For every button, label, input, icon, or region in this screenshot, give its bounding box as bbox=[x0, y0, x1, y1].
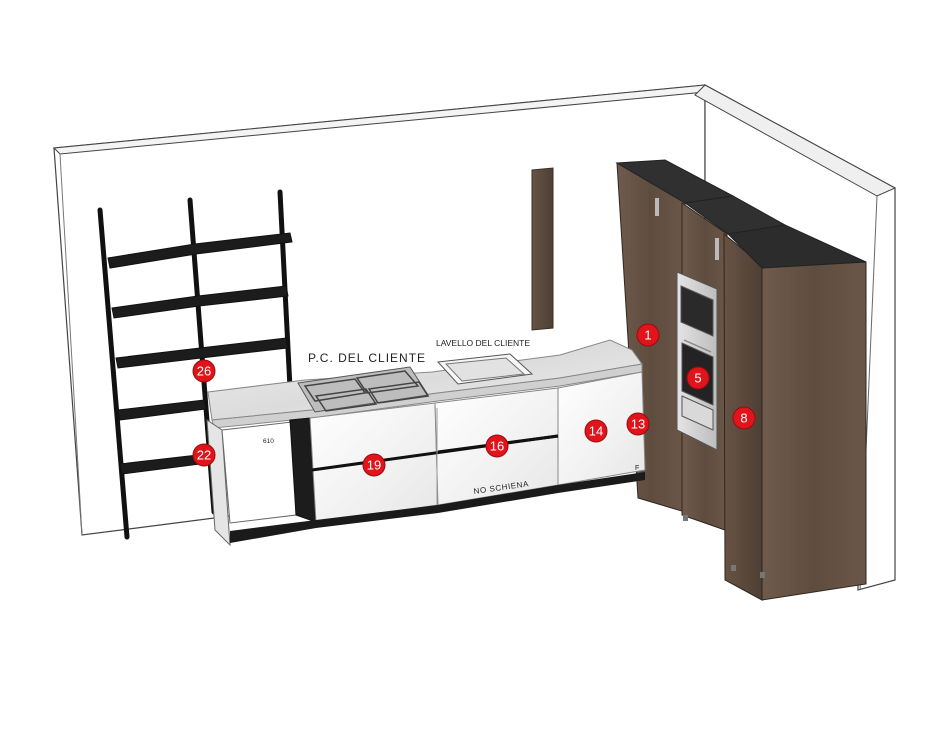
dim-60: 60 bbox=[635, 475, 643, 482]
svg-text:26: 26 bbox=[197, 364, 211, 379]
hob-label: P.C. DEL CLIENTE bbox=[308, 351, 426, 365]
badge-16: 16 bbox=[485, 434, 509, 458]
svg-text:22: 22 bbox=[197, 448, 211, 463]
sink-label: LAVELLO DEL CLIENTE bbox=[436, 338, 530, 348]
base-cabinet-left bbox=[206, 417, 317, 547]
badge-1: 1 bbox=[636, 323, 660, 347]
svg-text:1: 1 bbox=[644, 328, 651, 343]
badge-13: 13 bbox=[626, 412, 650, 436]
svg-text:14: 14 bbox=[589, 424, 603, 439]
wall-panel bbox=[531, 167, 554, 331]
badge-14: 14 bbox=[584, 419, 608, 443]
plinth bbox=[230, 472, 645, 543]
svg-text:16: 16 bbox=[490, 439, 504, 454]
dim-600: 600 bbox=[594, 481, 605, 488]
dim-900-b: 900 bbox=[492, 496, 503, 503]
dim-900-a: 900 bbox=[369, 515, 380, 522]
svg-text:19: 19 bbox=[367, 458, 381, 473]
hob bbox=[297, 366, 430, 413]
base-cabinet-drawers bbox=[309, 371, 646, 523]
sink bbox=[436, 353, 534, 385]
svg-text:5: 5 bbox=[694, 371, 701, 386]
plinth-feet bbox=[683, 515, 765, 578]
code-f: F bbox=[635, 465, 639, 472]
oven-column bbox=[676, 271, 718, 451]
dim-610: 610 bbox=[263, 438, 274, 445]
badge-5: 5 bbox=[686, 366, 710, 390]
badge-26: 26 bbox=[192, 359, 216, 383]
svg-text:13: 13 bbox=[631, 417, 645, 432]
badge-22: 22 bbox=[192, 443, 216, 467]
badge-8: 8 bbox=[732, 406, 756, 430]
svg-text:8: 8 bbox=[740, 411, 747, 426]
badge-19: 19 bbox=[362, 453, 386, 477]
